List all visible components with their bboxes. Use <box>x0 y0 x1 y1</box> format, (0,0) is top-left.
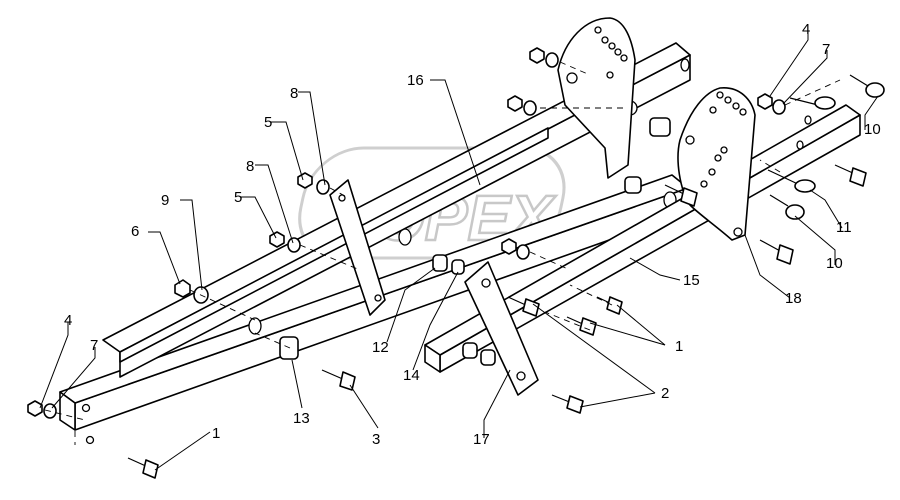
callout-18: 18 <box>785 290 802 307</box>
callout-17: 17 <box>473 431 490 448</box>
callout-4-right: 4 <box>802 21 810 38</box>
callout-9: 9 <box>161 192 169 209</box>
nut-washer-top <box>529 47 559 68</box>
bolt-1-right-a <box>596 296 623 315</box>
nut-washer-5-8-upper <box>297 172 330 195</box>
bolt-2-a <box>507 296 540 317</box>
linch-pin-10-lower <box>769 194 805 220</box>
callout-15: 15 <box>683 272 700 289</box>
callout-8-upper: 8 <box>290 85 298 102</box>
callout-8-lower: 8 <box>246 158 254 175</box>
callout-1-right: 1 <box>675 338 683 355</box>
callout-leaders <box>39 30 879 471</box>
bolt-center-right <box>664 184 698 207</box>
pin-upper-right <box>789 96 836 110</box>
callout-5-upper: 5 <box>264 114 272 131</box>
callout-labels: 1 1 2 3 4 4 5 5 6 7 7 8 8 9 10 10 11 12 … <box>64 21 881 448</box>
bolt-upper-right <box>834 164 867 187</box>
callout-5-lower: 5 <box>234 189 242 206</box>
callout-10-upper: 10 <box>864 121 881 138</box>
spacer-tubes <box>279 117 671 366</box>
callout-16: 16 <box>407 72 424 89</box>
callout-14: 14 <box>403 367 420 384</box>
callout-6: 6 <box>131 223 139 240</box>
callout-11: 11 <box>836 219 852 236</box>
callout-7-right: 7 <box>822 41 830 58</box>
bolt-18 <box>759 239 794 265</box>
nut-washer-4-7-left <box>27 400 57 419</box>
callout-2: 2 <box>661 385 669 402</box>
callout-7-left: 7 <box>90 337 98 354</box>
bracket-plate-upper-middle <box>557 17 636 179</box>
callout-12: 12 <box>372 339 389 356</box>
bolt-1-right-b <box>566 316 597 336</box>
callout-1-lower-left: 1 <box>212 425 220 442</box>
callout-4-left: 4 <box>64 312 72 329</box>
bracket-plate-17 <box>464 261 539 396</box>
callout-3: 3 <box>372 431 380 448</box>
bolt-1-lower-left <box>127 457 159 479</box>
bolt-2-b <box>551 394 584 414</box>
linch-pin-10-upper <box>849 74 885 98</box>
nut-washer-4-7-right <box>757 93 786 115</box>
flat-bar <box>119 127 549 363</box>
bolt-3 <box>321 369 356 391</box>
pins-clips <box>767 74 885 220</box>
callout-13: 13 <box>293 410 310 427</box>
callout-10-lower: 10 <box>826 255 843 272</box>
nut-washer-center <box>501 238 530 260</box>
assembly-dash-lines <box>44 61 841 445</box>
bracket-plate-small-left <box>329 179 386 316</box>
bolts <box>127 164 867 479</box>
pin-11 <box>767 169 816 193</box>
nut-washer-top-middle <box>507 95 537 116</box>
